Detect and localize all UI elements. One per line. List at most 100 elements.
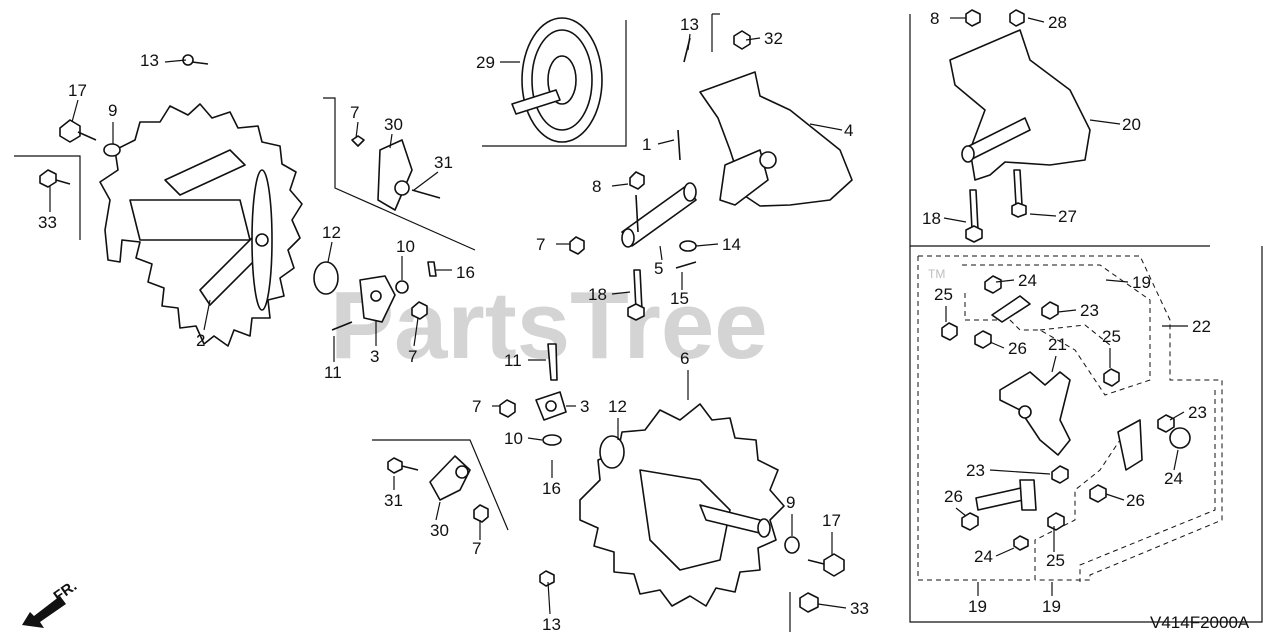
callout-33: 33 bbox=[38, 213, 57, 232]
callout-16: 16 bbox=[542, 479, 561, 498]
callout-leader-line bbox=[435, 501, 441, 521]
callout-leader-line bbox=[943, 217, 967, 223]
callout-labels: 13 17 9 33 2 12 7 30 31 10 16 7 3 11 29 … bbox=[38, 9, 1211, 634]
callout-26: 26 bbox=[944, 487, 963, 506]
callout-leader-line bbox=[1051, 355, 1057, 373]
callout-10: 10 bbox=[396, 237, 415, 256]
callout-13: 13 bbox=[542, 615, 561, 634]
callout-leader-line bbox=[1169, 411, 1185, 421]
callout-25: 25 bbox=[1046, 551, 1065, 570]
callout-leader-line bbox=[413, 317, 419, 347]
callout-leader-line bbox=[1105, 279, 1129, 283]
callout-28: 28 bbox=[1048, 13, 1067, 32]
callout-25: 25 bbox=[934, 285, 953, 304]
callout-leader-line bbox=[527, 437, 543, 441]
callout-20: 20 bbox=[1122, 115, 1141, 134]
callout-23: 23 bbox=[1188, 403, 1207, 422]
callout-7: 7 bbox=[536, 235, 545, 254]
callout-12: 12 bbox=[322, 223, 341, 242]
callout-leader-line bbox=[1057, 309, 1077, 313]
callout-13: 13 bbox=[140, 51, 159, 70]
callout-leader-line bbox=[1173, 449, 1179, 471]
callout-leader-line bbox=[657, 139, 675, 145]
callout-leader-line bbox=[817, 603, 847, 609]
callout-7: 7 bbox=[472, 539, 481, 558]
callout-leader-line bbox=[327, 241, 333, 263]
callout-31: 31 bbox=[384, 491, 403, 510]
callout-leader-line bbox=[695, 243, 719, 247]
callout-29: 29 bbox=[476, 53, 495, 72]
callout-leader-line bbox=[203, 299, 211, 331]
callout-13: 13 bbox=[680, 15, 699, 34]
tine-assembly-right bbox=[387, 343, 845, 613]
assembly-outlines bbox=[917, 255, 1223, 582]
callout-leader-line bbox=[995, 547, 1015, 557]
callout-32: 32 bbox=[764, 29, 783, 48]
callout-leader-line bbox=[659, 245, 663, 261]
callout-8: 8 bbox=[930, 9, 939, 28]
callout-6: 6 bbox=[680, 349, 689, 368]
callout-10: 10 bbox=[504, 429, 523, 448]
callout-25: 25 bbox=[1102, 327, 1121, 346]
linkage-assembly bbox=[941, 275, 1191, 551]
callout-31: 31 bbox=[434, 153, 453, 172]
callout-leader-line bbox=[1027, 17, 1045, 23]
callout-17: 17 bbox=[822, 511, 841, 530]
callout-leader-line bbox=[989, 341, 1005, 349]
callout-leader-line bbox=[955, 507, 967, 517]
callout-leader-line bbox=[989, 469, 1051, 475]
front-direction-arrow: FR. bbox=[22, 577, 80, 628]
callout-leader-line bbox=[355, 121, 359, 139]
callout-11: 11 bbox=[324, 363, 342, 382]
callout-7: 7 bbox=[408, 347, 417, 366]
callout-leader-line bbox=[547, 581, 551, 615]
callout-23: 23 bbox=[966, 461, 985, 480]
callout-leader-line bbox=[413, 171, 439, 191]
section-frames bbox=[14, 13, 1263, 632]
callout-18: 18 bbox=[588, 285, 607, 304]
callout-19: 19 bbox=[968, 597, 987, 616]
callout-leader-line bbox=[809, 123, 843, 131]
callout-leader-line bbox=[1029, 213, 1057, 217]
callout-3: 3 bbox=[370, 347, 379, 366]
callout-leader-line bbox=[611, 183, 629, 187]
callout-27: 27 bbox=[1058, 207, 1077, 226]
callout-8: 8 bbox=[592, 177, 601, 196]
callout-22: 22 bbox=[1192, 317, 1211, 336]
callout-26: 26 bbox=[1008, 339, 1027, 358]
callout-2: 2 bbox=[196, 331, 205, 350]
figure-code: V414F2000A bbox=[1150, 613, 1250, 632]
cover-assembly-4 bbox=[569, 37, 853, 321]
callout-26: 26 bbox=[1126, 491, 1145, 510]
callout-leader-line bbox=[745, 37, 761, 41]
callout-leader-line bbox=[164, 59, 187, 63]
callout-24: 24 bbox=[1164, 469, 1183, 488]
tine-assembly-left bbox=[99, 103, 303, 347]
callout-3: 3 bbox=[580, 397, 589, 416]
callout-leader-line bbox=[995, 279, 1015, 283]
callout-33: 33 bbox=[850, 599, 869, 618]
callout-leader-line bbox=[1105, 493, 1125, 501]
callout-24: 24 bbox=[1018, 271, 1037, 290]
callout-leader-line bbox=[1089, 119, 1121, 125]
callout-7: 7 bbox=[472, 397, 481, 416]
cover-20 bbox=[733, 9, 1091, 243]
callout-30: 30 bbox=[384, 115, 403, 134]
callout-1: 1 bbox=[642, 135, 651, 154]
callout-30: 30 bbox=[430, 521, 449, 540]
callout-19: 19 bbox=[1042, 597, 1061, 616]
callout-19: 19 bbox=[1132, 273, 1151, 292]
callout-11: 11 bbox=[504, 351, 522, 370]
callout-23: 23 bbox=[1080, 301, 1099, 320]
callout-14: 14 bbox=[722, 235, 741, 254]
callout-12: 12 bbox=[608, 397, 627, 416]
callout-leader-line bbox=[687, 33, 691, 51]
callout-4: 4 bbox=[844, 121, 853, 140]
callout-9: 9 bbox=[108, 101, 117, 120]
callout-16: 16 bbox=[456, 263, 475, 282]
callout-7: 7 bbox=[350, 103, 359, 122]
callout-21: 21 bbox=[1048, 335, 1067, 354]
callout-leader-line bbox=[611, 291, 631, 295]
callout-leaders bbox=[49, 17, 1188, 615]
